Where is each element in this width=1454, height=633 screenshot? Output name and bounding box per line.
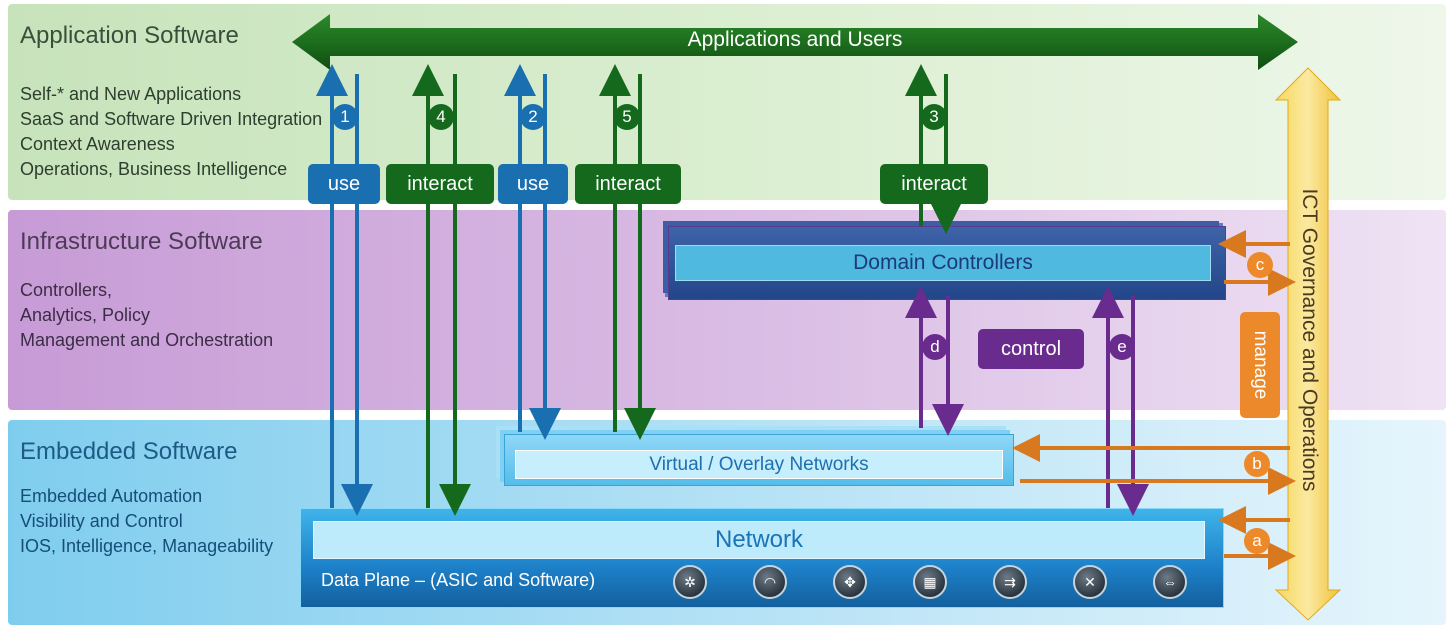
crossing-router-icon: ✕: [1073, 565, 1107, 599]
domain-controllers-label: Domain Controllers: [675, 245, 1211, 281]
application-line: Operations, Business Intelligence: [20, 159, 288, 179]
virtual-overlay-networks-label: Virtual / Overlay Networks: [515, 450, 1003, 479]
flow-3-badge: 3: [921, 104, 947, 130]
flow-4-badge: 4: [428, 104, 454, 130]
manage-label: manage: [1250, 330, 1271, 400]
infrastructure-line: Analytics, Policy: [20, 305, 151, 325]
infrastructure-software-title: Infrastructure Software: [20, 228, 263, 255]
router-icon: ✲: [673, 565, 707, 599]
application-line: SaaS and Software Driven Integration: [20, 109, 323, 129]
applications-users-arrow: [292, 14, 1298, 70]
embedded-software-list: Embedded Automation Visibility and Contr…: [20, 484, 288, 559]
infrastructure-software-list: Controllers, Analytics, Policy Managemen…: [20, 278, 440, 353]
applications-and-users-label: Applications and Users: [687, 28, 903, 51]
load-balancer-icon: ⇉: [993, 565, 1027, 599]
application-software-list: Self-* and New Applications SaaS and Sof…: [20, 82, 368, 182]
interact-tag: interact: [880, 164, 988, 204]
manage-tag: manage: [1240, 312, 1280, 418]
interact-tag: interact: [386, 164, 494, 204]
manage-a-badge: a: [1244, 528, 1270, 554]
application-line: Context Awareness: [20, 134, 175, 154]
flow-2-badge: 2: [520, 104, 546, 130]
virtual-overlay-networks-box: Virtual / Overlay Networks: [504, 434, 1014, 486]
infrastructure-line: Controllers,: [20, 280, 113, 300]
embedded-software-title: Embedded Software: [20, 438, 238, 465]
manage-c-badge: c: [1247, 252, 1273, 278]
flow-1-badge: 1: [332, 104, 358, 130]
embedded-line: IOS, Intelligence, Manageability: [20, 536, 274, 556]
network-box: Network Data Plane – (ASIC and Software)…: [300, 508, 1224, 608]
network-label: Network: [313, 521, 1205, 559]
link-icon: ⇔: [1153, 565, 1187, 599]
firewall-icon: ▦: [913, 565, 947, 599]
manage-b-badge: b: [1244, 451, 1270, 477]
control-e-badge: e: [1109, 334, 1135, 360]
embedded-line: Embedded Automation: [20, 486, 203, 506]
application-software-title: Application Software: [20, 22, 239, 49]
control-tag: control: [978, 329, 1084, 369]
use-tag: use: [308, 164, 380, 204]
wireless-icon: ◠: [753, 565, 787, 599]
infrastructure-line: Management and Orchestration: [20, 330, 274, 350]
use-tag: use: [498, 164, 568, 204]
embedded-line: Visibility and Control: [20, 511, 183, 531]
interact-tag: interact: [575, 164, 681, 204]
flow-5-badge: 5: [614, 104, 640, 130]
switch-icon: ✥: [833, 565, 867, 599]
ict-governance-label: ICT Governance and Operations: [1298, 188, 1321, 492]
control-d-badge: d: [922, 334, 948, 360]
data-plane-label: Data Plane – (ASIC and Software): [321, 570, 596, 590]
application-line: Self-* and New Applications: [20, 84, 242, 104]
